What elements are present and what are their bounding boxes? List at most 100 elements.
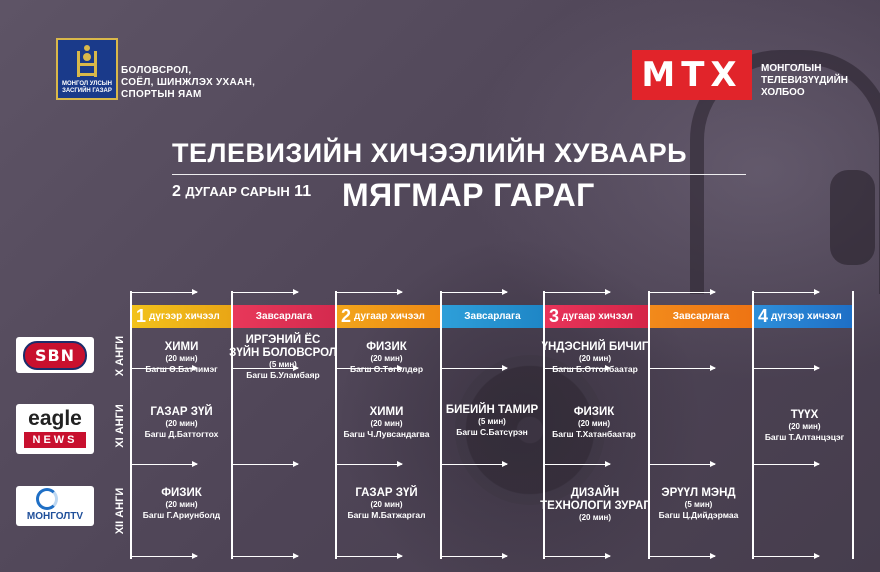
lesson-duration: (20 мин) <box>165 500 198 509</box>
lesson-duration: (20 мин) <box>578 513 612 522</box>
period-number: 3 <box>549 306 560 326</box>
grade-label-12: XII АНГИ <box>114 487 126 535</box>
timeline-arrow <box>442 461 508 467</box>
lesson-cell: ИРГЭНИЙ ЁС ЗҮЙН БОЛОВСРОЛ (5 мин) Багш Б… <box>229 334 337 380</box>
lesson-cell: ҮНДЭСНИЙ БИЧИГ (20 мин) Багш Б.Отгонбаат… <box>540 341 650 374</box>
lesson-subject: ЭРҮҮЛ МЭНД <box>661 487 736 499</box>
period-number: 1 <box>136 306 147 326</box>
timeline-arrow <box>650 553 716 559</box>
timeline-vertical-line <box>648 291 650 559</box>
lesson-duration: (20 мин) <box>165 419 198 428</box>
timeline-arrow <box>442 289 508 295</box>
period-number: 2 <box>341 306 352 326</box>
lesson-subject: БИЕИЙН ТАМИР <box>445 404 539 416</box>
lesson-teacher: Багш Д.Баттогтох <box>144 429 219 439</box>
lesson-cell: ТҮҮХ (20 мин) Багш Т.Алтанцэцэг <box>752 409 857 442</box>
lesson-duration: (20 мин) <box>370 419 403 428</box>
period-label: Завсарлага <box>464 311 521 322</box>
lesson-teacher: Багш Б.Отгонбаатар <box>552 364 638 374</box>
timeline-vertical-line <box>852 291 854 559</box>
lesson-cell: ХИМИ (20 мин) Багш Ө.Батчимэг <box>129 341 234 374</box>
lesson-duration: (5 мин) <box>684 500 713 509</box>
lesson-teacher: Багш Т.Хатанбаатар <box>552 429 636 439</box>
lesson-cell: ДИЗАЙН ТЕХНОЛОГИ ЗУРАГ (20 мин) <box>540 487 650 523</box>
lesson-subject: ФИЗИК <box>573 406 615 418</box>
timeline-arrow <box>754 289 820 295</box>
lesson-duration: (20 мин) <box>165 354 198 363</box>
timeline-vertical-line <box>130 291 132 559</box>
eagle-news-text: NEWS <box>24 432 86 448</box>
lesson-cell: ХИМИ (20 мин) Багш Ч.Лувсандагва <box>334 406 439 439</box>
lesson-teacher: Багш Г.Ариунболд <box>142 510 221 520</box>
period-label: дугаар хичээл <box>562 311 633 322</box>
timeline-arrow <box>545 461 611 467</box>
sbn-logo-text: SBN <box>22 340 88 370</box>
timeline-arrow <box>233 289 299 295</box>
timeline-arrow <box>132 365 198 371</box>
lesson-cell: ФИЗИК (20 мин) Багш Т.Хатанбаатар <box>540 406 648 439</box>
break-header: Завсарлага <box>650 305 752 328</box>
lesson-teacher: Багш С.Батсүрэн <box>456 427 528 437</box>
lesson-subject: ТҮҮХ <box>790 409 819 421</box>
lesson-teacher: Багш Ө.Батчимэг <box>145 364 218 374</box>
lesson-duration: (20 мин) <box>370 500 403 509</box>
lesson-cell: ФИЗИК (20 мин) Багш О.Төгөлдөр <box>334 341 439 374</box>
timeline-arrow <box>754 365 820 371</box>
mongol-tv-channel-logo: МОНГОЛTV <box>16 486 94 526</box>
timeline-arrow <box>442 365 508 371</box>
lesson-cell: ГАЗАР ЗҮЙ (20 мин) Багш Д.Баттогтох <box>129 406 234 439</box>
date-line: 2 ДУГААР САРЫН 11 <box>172 183 311 201</box>
timeline-arrow <box>650 461 716 467</box>
lesson-subject: ГАЗАР ЗҮЙ <box>355 487 418 499</box>
timeline-vertical-line <box>231 291 233 559</box>
timeline-arrow <box>233 365 299 371</box>
lesson-teacher: Багш Т.Алтанцэцэг <box>764 432 845 442</box>
lesson-subject: ГАЗАР ЗҮЙ <box>150 406 213 418</box>
timeline-arrow <box>337 289 403 295</box>
mtx-logo-text: МТХ <box>641 55 743 95</box>
timeline-arrow <box>650 365 716 371</box>
lesson-teacher: Багш М.Батжаргал <box>347 510 426 520</box>
timeline-arrow <box>233 461 299 467</box>
lesson-duration: (5 мин) <box>269 360 297 369</box>
grade-label-11: XI АНГИ <box>114 404 126 448</box>
date-month-number: 2 <box>172 183 181 200</box>
timeline-arrow <box>337 365 403 371</box>
timeline-arrow <box>132 553 198 559</box>
lesson-subject: ФИЗИК <box>161 487 202 499</box>
period-label: дүгээр хичээл <box>149 311 220 322</box>
lesson-teacher: Багш Ц.Дийдэрмаа <box>658 510 739 520</box>
sbn-channel-logo: SBN <box>16 337 94 373</box>
lesson-teacher: Багш О.Төгөлдөр <box>349 364 424 374</box>
grade-label-10: X АНГИ <box>114 335 126 377</box>
timeline-arrow <box>545 553 611 559</box>
timeline-arrow <box>442 553 508 559</box>
timeline-arrow <box>132 289 198 295</box>
mtx-logo: МТХ <box>632 50 752 100</box>
timeline-arrow <box>545 289 611 295</box>
timeline-arrow <box>754 553 820 559</box>
lesson-teacher: Багш Ч.Лувсандагва <box>343 429 430 439</box>
timeline-vertical-line <box>335 291 337 559</box>
timeline-arrow <box>233 553 299 559</box>
lesson-cell: БИЕИЙН ТАМИР (5 мин) Багш С.Батсүрэн <box>437 404 547 437</box>
timeline-vertical-line <box>752 291 754 559</box>
government-emblem-logo: МОНГОЛ УЛСЫН ЗАСГИЙН ГАЗАР <box>56 38 118 100</box>
timeline-vertical-line <box>543 291 545 559</box>
timeline-arrow <box>545 365 611 371</box>
timeline-arrow <box>650 289 716 295</box>
period-number: 4 <box>758 306 769 326</box>
timeline-vertical-line <box>440 291 442 559</box>
lesson-subject: ҮНДЭСНИЙ БИЧИГ <box>541 341 649 353</box>
timeline-arrow <box>754 461 820 467</box>
lesson-duration: (20 мин) <box>577 419 611 428</box>
timeline-arrow <box>337 553 403 559</box>
lesson-subject: ФИЗИК <box>366 341 407 353</box>
lesson-duration: (5 мин) <box>478 417 506 426</box>
background-disc <box>455 355 605 505</box>
lesson-subject: ХИМИ <box>369 406 404 418</box>
mongol-tv-ring-icon <box>36 488 58 510</box>
